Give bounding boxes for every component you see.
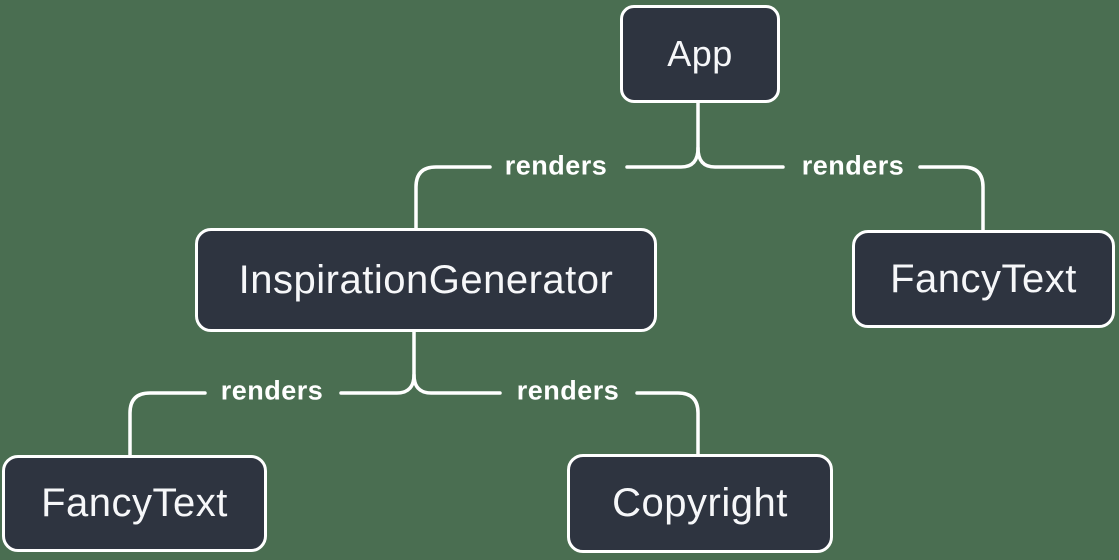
node-inspiration-generator-label: InspirationGenerator	[238, 257, 614, 302]
node-fancy-text-right: FancyText	[852, 230, 1115, 328]
node-copyright-label: Copyright	[612, 481, 788, 525]
node-fancy-text-left: FancyText	[2, 455, 267, 552]
edge-inspirationgenerator-to-copyright-line	[412, 373, 700, 456]
edge-app-to-fancytext-right-line	[696, 146, 985, 232]
node-fancy-text-right-label: FancyText	[890, 256, 1077, 301]
edge-label-app-fancytext: renders	[801, 150, 905, 181]
edge-label-inspirationgenerator-fancytext: renders	[220, 375, 324, 406]
edge-label-app-inspirationgenerator: renders	[504, 150, 608, 181]
edge-label-inspirationgenerator-copyright: renders	[516, 375, 620, 406]
node-app: App	[620, 5, 780, 103]
node-fancy-text-left-label: FancyText	[41, 481, 228, 525]
node-inspiration-generator: InspirationGenerator	[195, 228, 657, 332]
node-copyright: Copyright	[567, 454, 833, 553]
node-app-label: App	[667, 33, 733, 74]
